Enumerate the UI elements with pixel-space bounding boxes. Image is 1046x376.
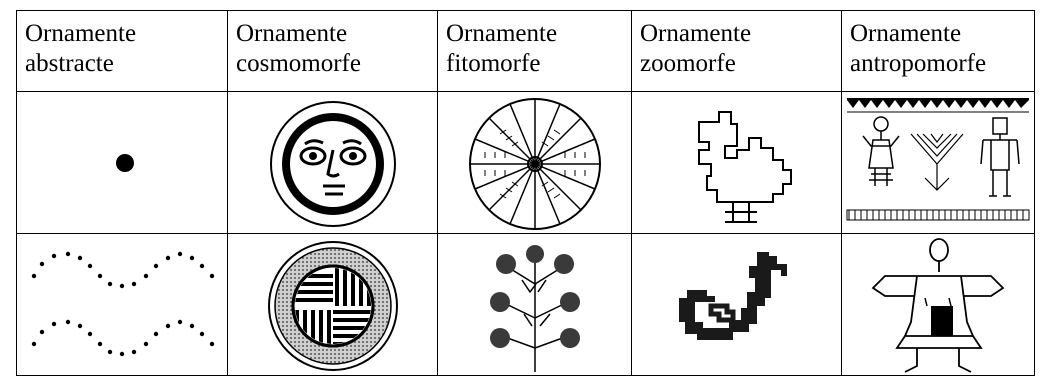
cell-abstract-2 (16, 233, 228, 376)
ornament-table: Ornamente abstracte Ornamente cosmomorfe O… (16, 10, 1035, 376)
header-cell-zoomorphic: Ornamente zoomorfe (631, 10, 842, 92)
cell-abstract-1 (16, 91, 228, 234)
dot-ornament-image (116, 153, 134, 172)
header-zoomorphic-line1: Ornamente (640, 20, 752, 47)
header-anthropomorphic-line1: Ornamente (850, 20, 962, 47)
header-cell-anthropomorphic: Ornamente antropomorfe (841, 10, 1035, 92)
cell-zoomorphic-1 (631, 91, 842, 234)
hatched-disc-ornament-image (267, 240, 398, 371)
cell-cosmomorphic-1 (227, 91, 438, 234)
ornament-row-1 (16, 91, 1035, 234)
header-phytomorphic-line2: fitomorfe (446, 50, 541, 77)
header-row: Ornamente abstracte Ornamente cosmomorfe O… (16, 10, 1035, 92)
cell-zoomorphic-2 (631, 233, 842, 376)
wheel-ornament-image (468, 97, 601, 230)
pixel-bird-ornament-image (678, 251, 787, 340)
woman-figure-ornament-image (871, 237, 1005, 373)
header-abstract-line2: abstracte (25, 50, 114, 77)
header-cell-cosmomorphic: Ornamente cosmomorfe (227, 10, 438, 92)
cell-phytomorphic-1 (437, 91, 632, 234)
header-anthropomorphic-line2: antropomorfe (850, 50, 987, 77)
header-phytomorphic-line1: Ornamente (446, 20, 558, 47)
cell-cosmomorphic-2 (227, 233, 438, 376)
ornament-row-2 (16, 233, 1035, 376)
dotted-waves-ornament-image (31, 251, 215, 356)
header-abstract-line1: Ornamente (25, 20, 137, 47)
header-cell-phytomorphic: Ornamente fitomorfe (437, 10, 632, 92)
human-figures-band-image (846, 97, 1030, 220)
cell-anthropomorphic-1 (841, 91, 1035, 234)
cell-anthropomorphic-2 (841, 233, 1035, 376)
header-zoomorphic-line2: zoomorfe (640, 50, 736, 77)
header-cosmomorphic-line2: cosmomorfe (236, 50, 361, 77)
header-cosmomorphic-line1: Ornamente (236, 20, 348, 47)
header-cell-abstract: Ornamente abstracte (16, 10, 228, 92)
stepped-bird-ornament-image (697, 110, 792, 223)
sun-face-ornament-image (269, 100, 396, 227)
flowering-tree-ornament-image (489, 244, 580, 372)
cell-phytomorphic-2 (437, 233, 632, 376)
